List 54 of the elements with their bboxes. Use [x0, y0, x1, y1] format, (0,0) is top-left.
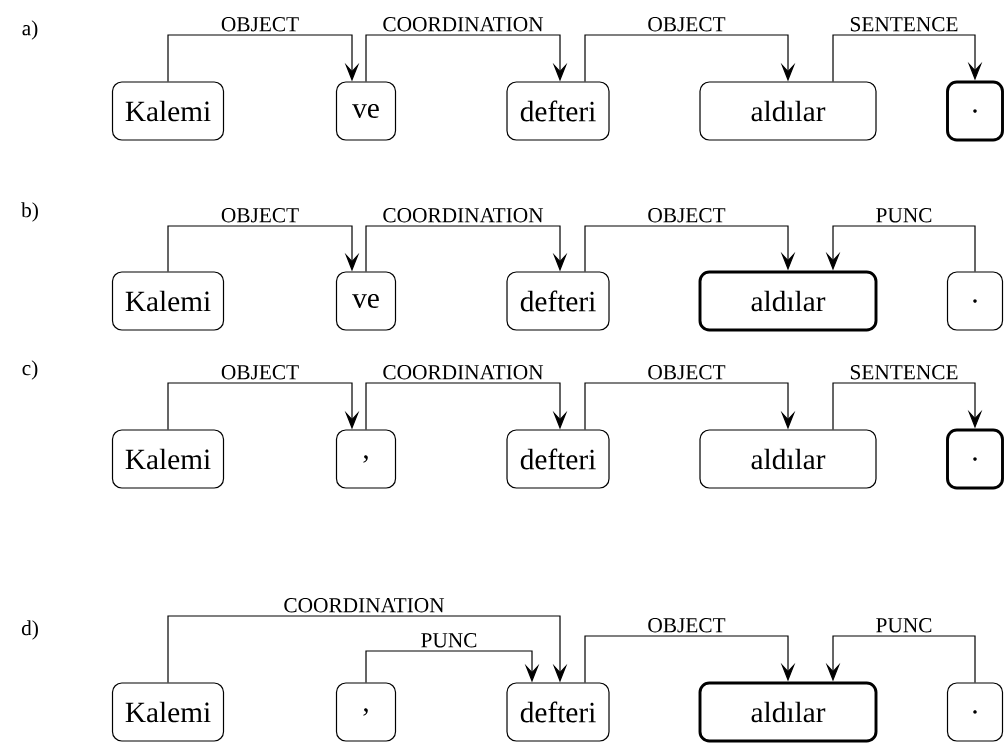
- edge-label: OBJECT: [646, 15, 727, 33]
- arrow: [365, 382, 568, 430]
- arrow: [167, 225, 360, 272]
- word-box: aldılar: [699, 81, 877, 141]
- word-box: defteri: [506, 271, 610, 331]
- edge-label: PUNC: [419, 631, 479, 649]
- arrow: [832, 382, 983, 430]
- edge-label: PUNC: [874, 616, 934, 634]
- edge-label: COORDINATION: [381, 15, 545, 33]
- edge-label: SENTENCE: [848, 15, 960, 33]
- word-box: Kalemi: [111, 682, 225, 742]
- edge-label: OBJECT: [646, 616, 727, 634]
- arrow: [365, 34, 568, 82]
- arrow: [584, 635, 796, 683]
- edge-label: OBJECT: [219, 363, 301, 381]
- word-box: aldılar: [699, 429, 877, 489]
- edge-label: OBJECT: [646, 206, 727, 224]
- row-letter: b): [21, 202, 38, 222]
- edge-label: OBJECT: [219, 15, 301, 33]
- edge-label: PUNC: [874, 206, 934, 224]
- word-box: .: [946, 428, 1004, 490]
- arrow: [365, 225, 568, 272]
- word-box: defteri: [506, 682, 610, 742]
- row-letter: a): [22, 20, 38, 40]
- word-box: ,: [335, 682, 397, 742]
- arrow: [167, 615, 568, 683]
- arrow: [584, 225, 796, 272]
- word-box: defteri: [506, 81, 610, 141]
- word-box: .: [946, 682, 1004, 742]
- arrow: [832, 34, 983, 82]
- arrow: [167, 382, 360, 430]
- edge-label: SENTENCE: [848, 363, 960, 381]
- word-box: Kalemi: [111, 81, 225, 141]
- word-box: ve: [335, 81, 397, 141]
- edge-label: COORDINATION: [381, 206, 545, 224]
- edge-label: COORDINATION: [381, 363, 545, 381]
- edge-label: COORDINATION: [282, 596, 446, 614]
- word-box: Kalemi: [111, 429, 225, 489]
- word-box: Kalemi: [111, 271, 225, 331]
- word-box: defteri: [506, 429, 610, 489]
- arrow: [584, 34, 796, 82]
- edge-label: OBJECT: [219, 206, 301, 224]
- edge-label: OBJECT: [646, 363, 727, 381]
- word-box: .: [946, 271, 1004, 331]
- word-box: aldılar: [698, 681, 878, 743]
- row-letter: d): [21, 620, 38, 640]
- word-box: aldılar: [698, 270, 878, 332]
- word-box: ,: [335, 429, 397, 489]
- word-box: ve: [335, 271, 397, 331]
- arrow: [167, 34, 360, 82]
- arrow: [584, 382, 796, 430]
- word-box: .: [946, 80, 1004, 142]
- row-letter: c): [22, 360, 38, 380]
- arrow: [365, 650, 540, 683]
